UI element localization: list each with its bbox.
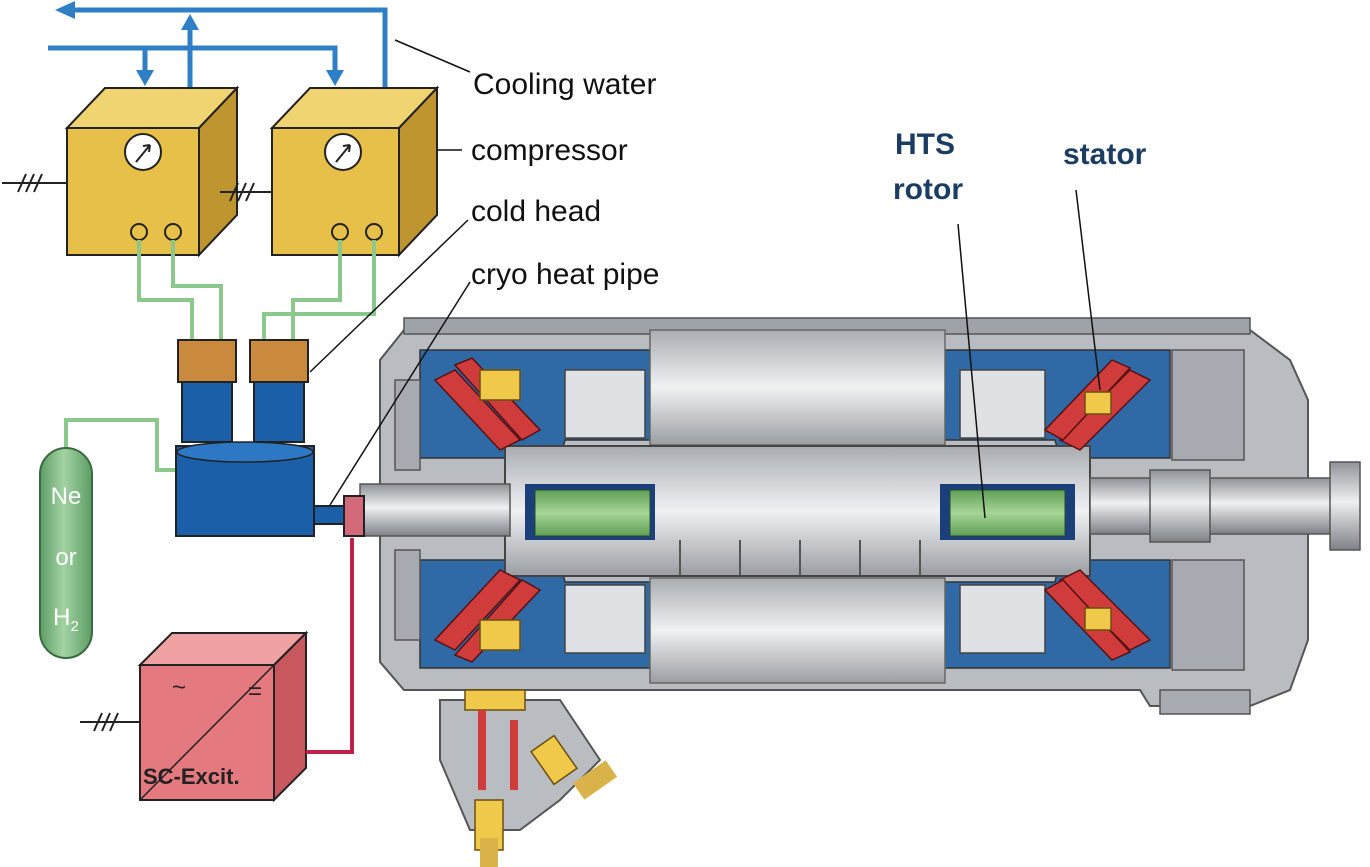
arrow-up-1 bbox=[181, 14, 199, 30]
label-hts-rotor-line1: HTS bbox=[895, 128, 955, 161]
exciter-name: SC-Excit. bbox=[143, 764, 240, 789]
compressor-box-2 bbox=[269, 85, 440, 258]
gas-lines bbox=[64, 240, 376, 472]
exciter-feed-line bbox=[306, 538, 354, 754]
arrow-down-2 bbox=[326, 70, 344, 86]
compressor-box-1 bbox=[64, 85, 240, 258]
label-hts-rotor-line2: rotor bbox=[893, 173, 963, 206]
label-compressor: compressor bbox=[471, 134, 628, 167]
label-cold-head: cold head bbox=[471, 195, 602, 228]
gas-tank bbox=[39, 447, 93, 659]
cold-head-1 bbox=[177, 339, 237, 443]
exciter-dc-symbol: = bbox=[248, 678, 263, 705]
exciter-ac-symbol: ~ bbox=[172, 674, 187, 701]
three-phase-supply-icon bbox=[80, 712, 140, 732]
cooling-water-lines bbox=[48, 7, 388, 88]
label-cooling-water: Cooling water bbox=[473, 68, 657, 101]
arrow-outlet-left bbox=[55, 1, 75, 19]
cooling-water-arrowheads bbox=[55, 1, 344, 86]
pressure-gauge-icon bbox=[324, 133, 362, 171]
cold-head-2 bbox=[249, 339, 309, 443]
leader-lines bbox=[309, 39, 1101, 519]
gas-tank-h: H bbox=[53, 604, 71, 631]
gas-tank-line3: H2 bbox=[40, 606, 92, 634]
gas-tank-line2: or bbox=[55, 544, 77, 571]
gas-tank-subscript: 2 bbox=[70, 617, 79, 635]
label-cryo-heat-pipe: cryo heat pipe bbox=[471, 258, 660, 291]
three-phase-supply-icon bbox=[2, 173, 67, 193]
hts-motor-machine bbox=[343, 317, 1361, 867]
three-phase-supply-icon bbox=[220, 182, 272, 202]
cryo-heat-exchanger-block bbox=[175, 441, 349, 537]
sc-exciter-box bbox=[137, 630, 309, 803]
arrow-down-1 bbox=[136, 70, 154, 86]
label-stator: stator bbox=[1063, 138, 1147, 171]
pressure-gauge-icon bbox=[124, 133, 162, 171]
gas-tank-line1: Ne bbox=[50, 483, 82, 510]
